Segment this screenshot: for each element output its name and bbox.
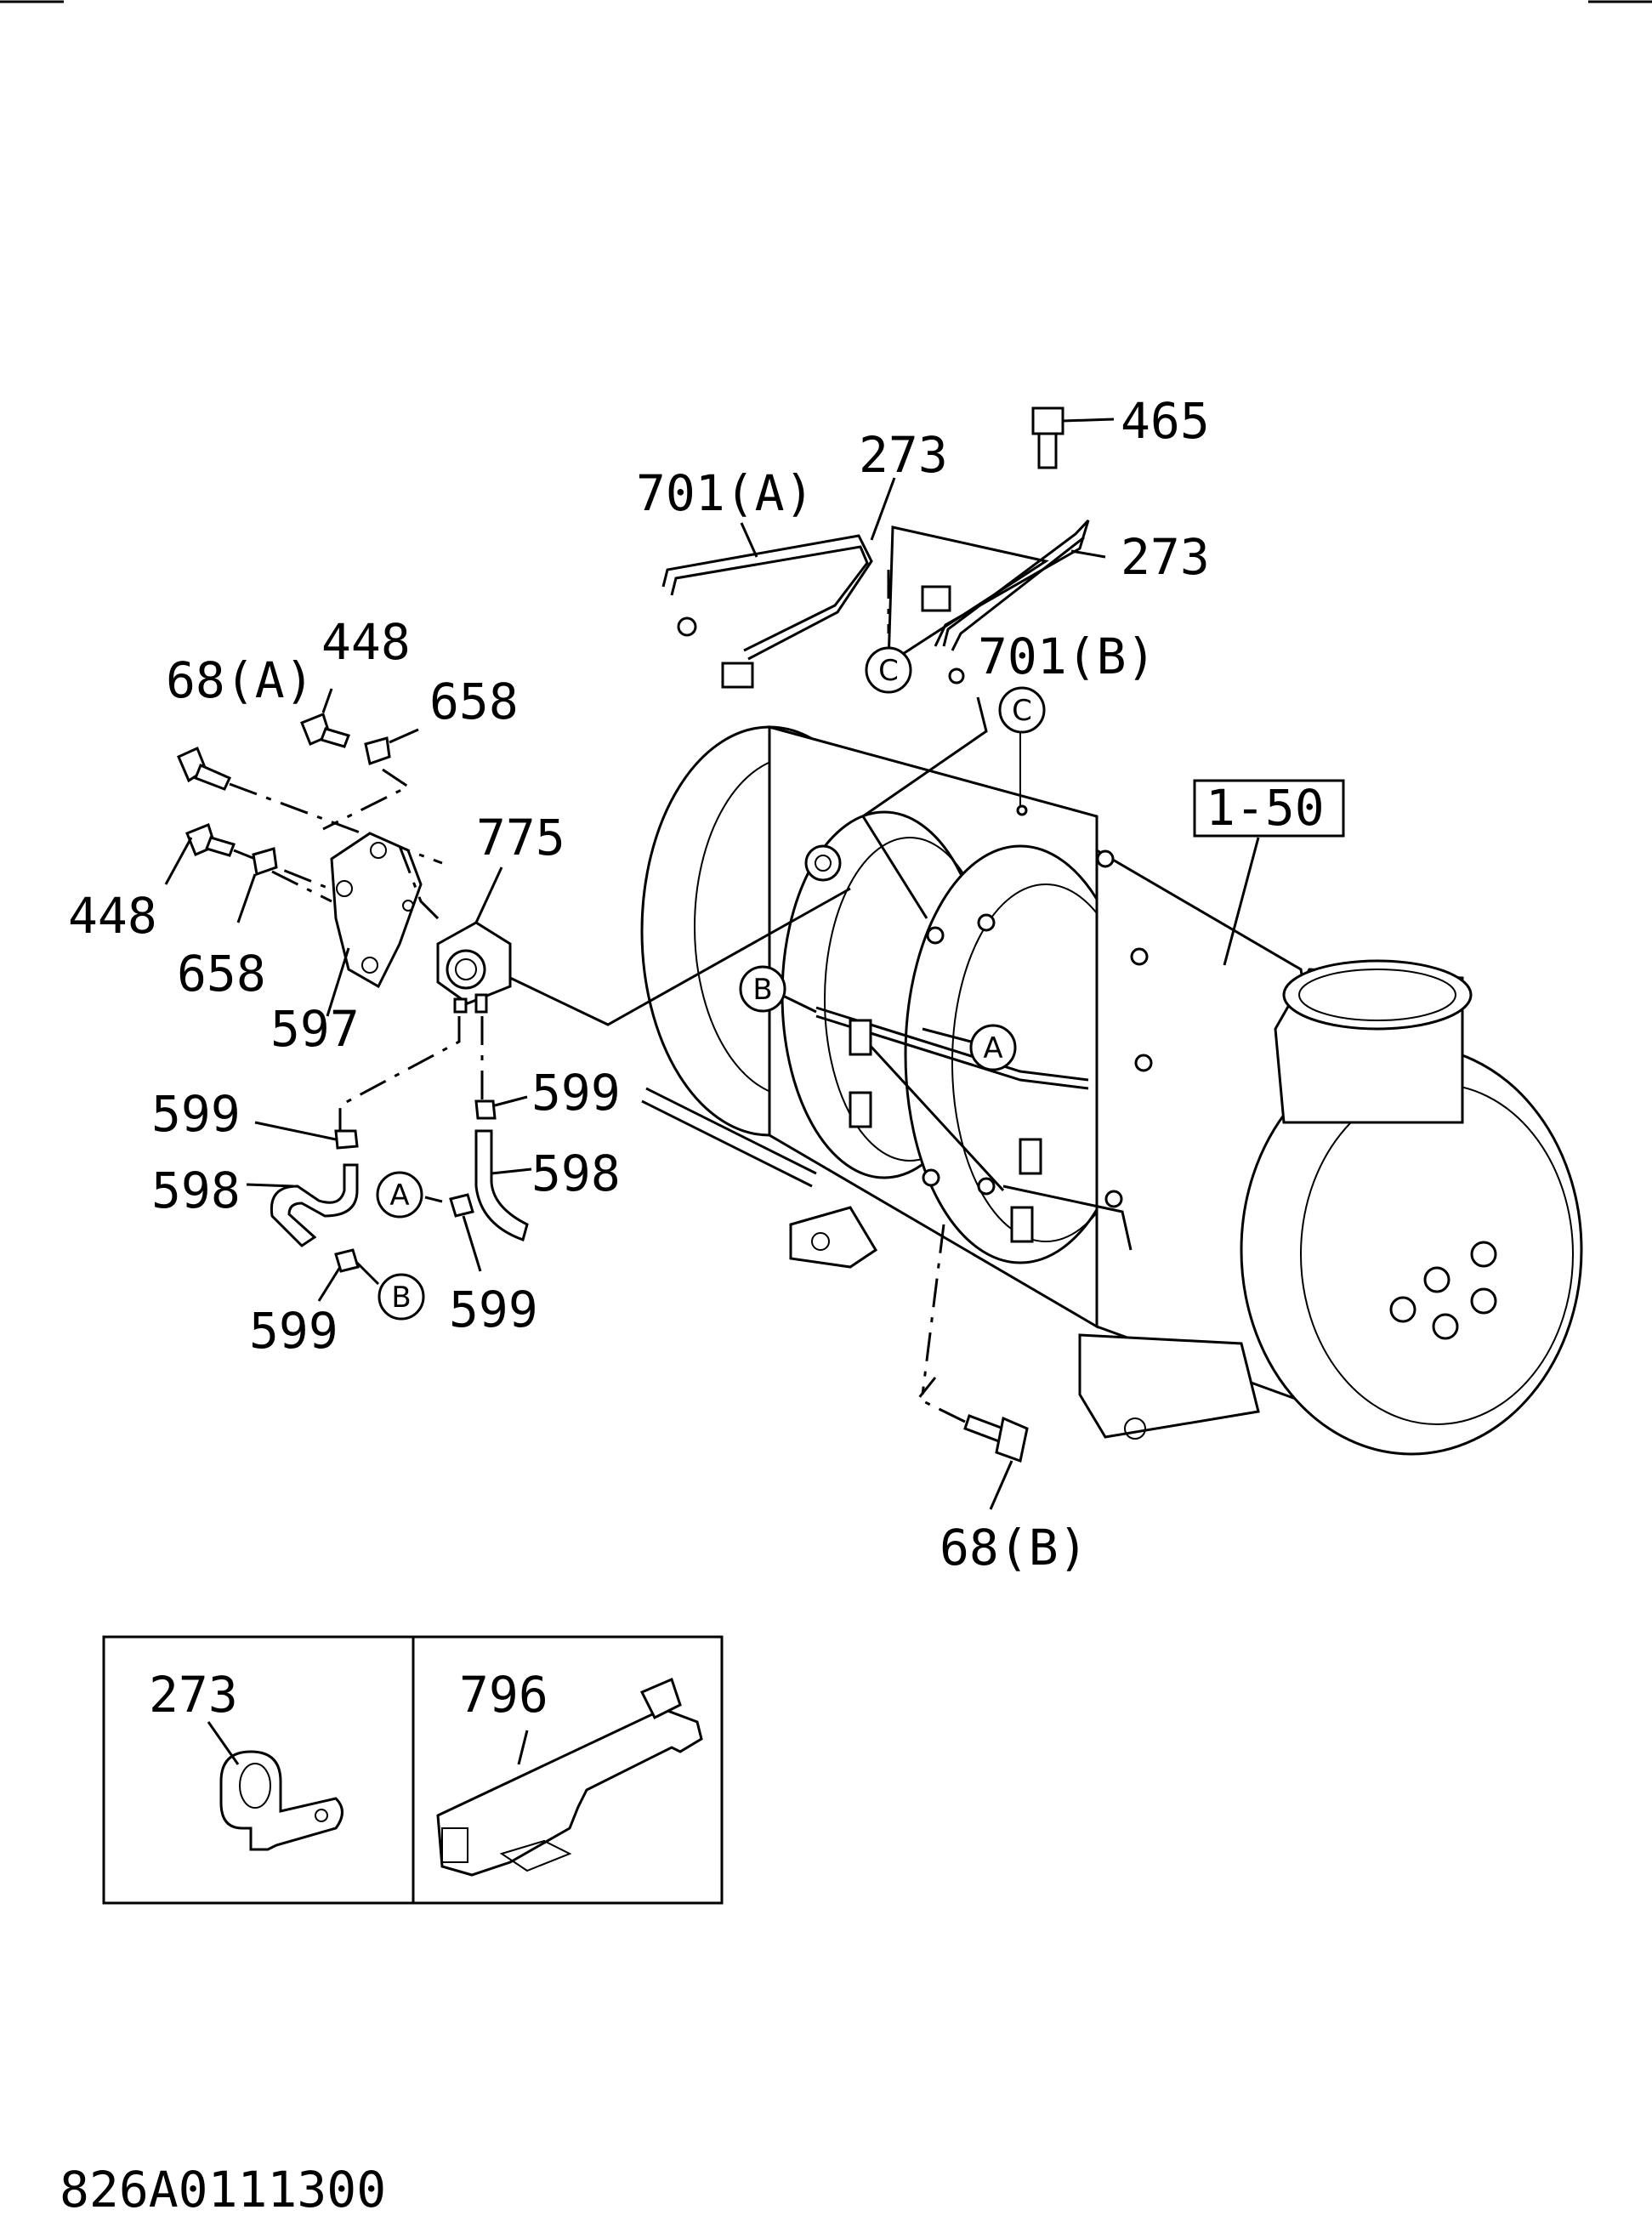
sensor-775 xyxy=(338,866,851,1131)
document-number: 826A0111300 xyxy=(60,2161,386,2218)
label-68a: 68(A) xyxy=(166,651,315,709)
marker-b2: B xyxy=(378,1273,425,1321)
clip-658-left xyxy=(236,847,332,923)
marker-a2-text: A xyxy=(389,1179,409,1213)
leader-lines xyxy=(740,477,1260,966)
marker-c1-text: C xyxy=(878,654,899,688)
pipe-701a xyxy=(661,534,873,689)
label-658-left: 658 xyxy=(177,945,266,1003)
assembly-ref-box xyxy=(1193,779,1345,838)
label-701b: 701(B) xyxy=(978,628,1156,685)
label-273-top: 273 xyxy=(859,426,948,484)
clip-658-top xyxy=(322,728,419,831)
label-599-left: 599 xyxy=(151,1085,241,1143)
hoses-598-599 xyxy=(246,1095,532,1302)
label-599-right: 599 xyxy=(531,1064,621,1122)
marker-b2-text: B xyxy=(391,1281,411,1315)
label-775: 775 xyxy=(476,809,565,866)
label-273-right: 273 xyxy=(1121,528,1210,586)
connector-796-detail: 796 xyxy=(436,1666,703,1877)
dpf-assembly xyxy=(640,725,1583,1456)
label-68b: 68(B) xyxy=(940,1519,1088,1577)
marker-a1-text: A xyxy=(983,1031,1002,1065)
marker-a1: A xyxy=(922,1024,1017,1071)
c-leader-lines xyxy=(861,526,1049,919)
label-598-right: 598 xyxy=(531,1145,621,1202)
marker-b1-text: B xyxy=(752,973,772,1007)
marker-a2: A xyxy=(376,1171,423,1219)
marker-c1: C xyxy=(865,646,912,694)
label-597: 597 xyxy=(270,1000,360,1058)
marker-c2-text: C xyxy=(1012,694,1032,728)
callout-labels: 465 273 701(A) 273 701(B) 448 68(A) 658 … xyxy=(68,392,1325,1577)
label-448-left: 448 xyxy=(68,887,157,945)
label-658-top: 658 xyxy=(429,673,519,730)
label-598-left: 598 xyxy=(151,1162,241,1219)
label-701a: 701(A) xyxy=(636,464,815,522)
bolt-448-left xyxy=(164,823,341,895)
bracket-597 xyxy=(326,832,444,1017)
bolt-465 xyxy=(1031,406,1115,469)
marker-c2: C xyxy=(998,686,1046,734)
label-599-bottom-left: 599 xyxy=(249,1302,338,1360)
label-448-top: 448 xyxy=(321,613,411,671)
detail-inset: 273 796 xyxy=(102,1635,724,1905)
label-273-inset: 273 xyxy=(149,1666,238,1724)
label-1-50: 1-50 xyxy=(1206,779,1325,837)
marker-b1: B xyxy=(739,965,817,1014)
bolt-68b xyxy=(916,1224,1029,1510)
label-465: 465 xyxy=(1121,392,1210,450)
clamp-273-detail: 273 xyxy=(149,1666,343,1851)
label-796-inset: 796 xyxy=(459,1666,548,1724)
label-599-bottom-right: 599 xyxy=(449,1281,538,1338)
bolt-448-top xyxy=(300,688,350,748)
